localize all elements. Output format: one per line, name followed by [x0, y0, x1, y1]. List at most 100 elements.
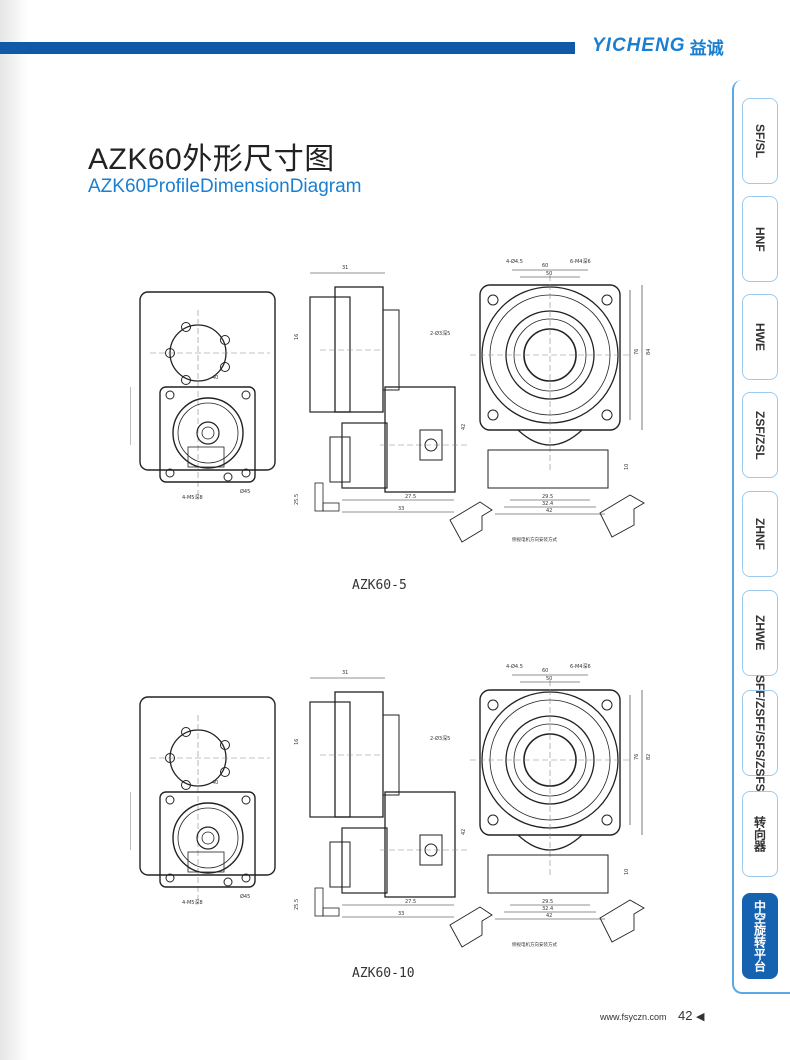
tab-6[interactable]: SFF/ZSFF/SFS/ZSFS: [742, 675, 778, 791]
dimension-label: 84: [646, 349, 652, 355]
tab-7[interactable]: 转向器: [742, 791, 778, 877]
brand-cjk: 益诚: [689, 38, 724, 58]
drawing-line: [487, 449, 609, 489]
drawing-line: [172, 802, 244, 874]
drawing-line: [487, 699, 499, 711]
drawing-line: [382, 714, 400, 796]
dimension-label: 29.5: [542, 494, 553, 500]
tab-2[interactable]: HWE: [742, 294, 778, 380]
dimension-label: 6-M4深6: [570, 258, 591, 265]
dimension-label: 4-M5深8: [182, 899, 203, 906]
drawing-line: [314, 887, 324, 917]
dimension-label: 侧视电机方向安装方式: [512, 536, 557, 543]
dimension-label: 33: [398, 911, 404, 917]
drawing-line: [322, 907, 340, 917]
dimension-label: 33: [398, 506, 404, 512]
tab-label: SF/SL: [753, 123, 767, 158]
drawing-line: [159, 386, 256, 483]
dimension-label: 76: [634, 349, 640, 355]
dimension-label: 25.5: [294, 899, 300, 910]
drawing-line: [314, 482, 324, 512]
drawing-line: [523, 328, 577, 382]
drawing-line: [165, 795, 175, 805]
drawing-line: [329, 841, 351, 888]
drawing-line: [513, 318, 587, 392]
drawing-line: [220, 767, 230, 777]
dimension-label: 4-Ø4.5: [506, 258, 523, 265]
drawing-line: [187, 851, 225, 873]
page-number: 42: [678, 1008, 693, 1023]
drawing-line: [241, 795, 251, 805]
drawing-line: [181, 375, 191, 385]
drawing-line: [419, 429, 443, 461]
drawing-line: [487, 294, 499, 306]
drawing-line: [172, 397, 244, 469]
drawing-line: [341, 422, 388, 489]
dimension-label: 32.4: [542, 501, 553, 507]
drawing-line: [419, 834, 443, 866]
drawing-line: [424, 843, 438, 857]
drawing-line: [517, 429, 583, 446]
drawing-line: [601, 814, 613, 826]
drawing-line: [196, 826, 220, 850]
dimension-label: 82: [646, 754, 652, 760]
dimension-label: 42: [461, 829, 467, 835]
bracket-left: [449, 906, 493, 948]
tab-4[interactable]: ZHNF: [742, 491, 778, 577]
dimension-label: 2-Ø3深5: [430, 330, 450, 337]
dimension-label: 60: [542, 668, 548, 674]
drawing-caption-1: AZK60-5: [352, 578, 407, 593]
dimension-label: 4-Ø4.5: [506, 663, 523, 670]
dimension-label: 32.4: [542, 906, 553, 912]
drawing-line: [384, 386, 456, 493]
dimension-label: 16: [294, 739, 300, 745]
tab-8[interactable]: 中空旋转平台: [742, 893, 778, 979]
tab-1[interactable]: HNF: [742, 196, 778, 282]
header-bar: [0, 42, 575, 54]
drawing-line: [223, 877, 233, 887]
dimension-label: 31: [342, 670, 348, 676]
bracket-right: [599, 899, 645, 943]
drawing-line: [181, 780, 191, 790]
drawing-line: [241, 390, 251, 400]
bracket-right: [599, 494, 645, 538]
dimension-label: 27.5: [405, 899, 416, 905]
drawing-line: [177, 402, 239, 464]
drawing-line: [187, 446, 225, 468]
drawing-line: [523, 733, 577, 787]
dimension-label: 10: [624, 464, 630, 470]
bracket-left: [449, 501, 493, 543]
page-arrow-icon: ◀: [696, 1011, 705, 1023]
drawing-line: [196, 421, 220, 445]
drawing-line: [177, 807, 239, 869]
dimension-label: 2-Ø3深5: [430, 735, 450, 742]
dimension-label: 42: [546, 913, 552, 919]
tab-label: 中空旋转平台: [752, 900, 767, 972]
dimension-label: 27.5: [405, 494, 416, 500]
tab-label: SFF/ZSFF/SFS/ZSFS: [753, 674, 767, 792]
drawing-line: [309, 296, 351, 413]
drawing-line: [322, 502, 340, 512]
tab-label: ZSF/ZSL: [753, 410, 767, 460]
dimension-label: 50: [546, 676, 552, 682]
drawing-line: [329, 436, 351, 483]
tab-0[interactable]: SF/SL: [742, 98, 778, 184]
page-edge-shadow: [0, 0, 28, 1060]
dimension-label: 6-M4深6: [570, 663, 591, 670]
drawing-line: [601, 294, 613, 306]
tab-5[interactable]: ZHWE: [742, 590, 778, 676]
drawing-line: [382, 309, 400, 391]
tab-label: ZHWE: [753, 615, 767, 651]
dimension-label: 16: [294, 334, 300, 340]
dimension-label: 31: [342, 265, 348, 271]
drawing-line: [424, 438, 438, 452]
drawing-line: [487, 854, 609, 894]
tab-3[interactable]: ZSF/ZSL: [742, 392, 778, 478]
drawing-line: [201, 426, 215, 440]
footer-url[interactable]: www.fsyczn.com: [600, 1012, 667, 1022]
dimension-label: 50: [546, 271, 552, 277]
drawing-line: [384, 791, 456, 898]
drawing-line: [165, 390, 175, 400]
dimension-label: 40: [212, 780, 218, 786]
drawing-line: [139, 291, 276, 471]
